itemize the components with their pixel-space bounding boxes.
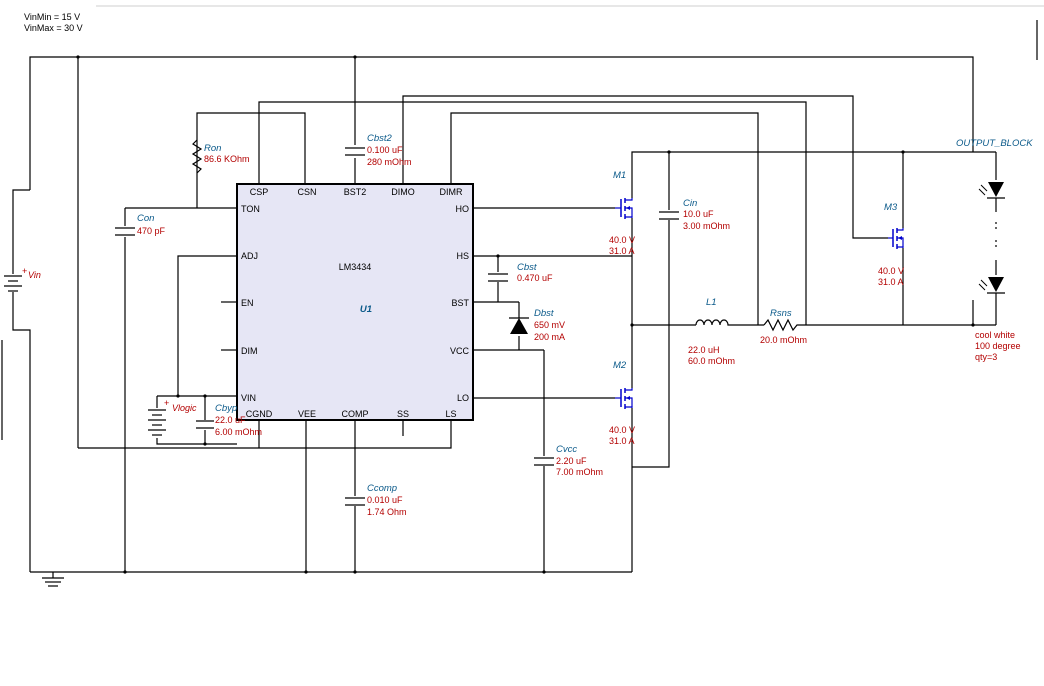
pin-comp: COMP: [342, 409, 369, 419]
cvcc-ref: Cvcc: [556, 444, 577, 455]
ground-symbol: [42, 572, 64, 587]
rsns-ref: Rsns: [770, 308, 792, 319]
cin-esr: 3.00 mOhm: [683, 221, 730, 231]
led-qty: qty=3: [975, 352, 997, 362]
m2-current: 31.0 A: [609, 436, 635, 446]
ron-value: 86.6 KOhm: [204, 154, 250, 164]
cvcc-esr: 7.00 mOhm: [556, 467, 603, 477]
mosfet-m1[interactable]: M1 40.0 V 31.0 A: [609, 170, 635, 256]
pin-csn: CSN: [297, 187, 316, 197]
cbst2-value: 0.100 uF: [367, 145, 403, 155]
capacitor-cin[interactable]: Cin 10.0 uF 3.00 mOhm: [659, 198, 730, 231]
l1-esr: 60.0 mOhm: [688, 356, 735, 366]
m2-voltage: 40.0 V: [609, 425, 635, 435]
pin-csp: CSP: [250, 187, 269, 197]
cbyp-esr: 6.00 mOhm: [215, 427, 262, 437]
l1-value: 22.0 uH: [688, 345, 720, 355]
vin-max-label: VinMax = 30 V: [24, 23, 83, 33]
cin-ref: Cin: [683, 198, 697, 209]
vin-ref: Vin: [28, 270, 41, 280]
pin-bst2: BST2: [344, 187, 367, 197]
wires: [1, 20, 1038, 573]
resistor-rsns[interactable]: Rsns 20.0 mOhm: [760, 308, 807, 345]
pin-hs: HS: [456, 251, 469, 261]
ccomp-value: 0.010 uF: [367, 495, 403, 505]
pin-ls: LS: [445, 409, 456, 419]
capacitor-ccomp[interactable]: Ccomp 0.010 uF 1.74 Ohm: [345, 483, 407, 517]
pin-vcc: VCC: [450, 346, 470, 356]
vlogic-ref: Vlogic: [172, 403, 197, 413]
con-ref: Con: [137, 213, 154, 224]
led-type: cool white: [975, 330, 1015, 340]
mosfet-m3[interactable]: M3 40.0 V 31.0 A: [878, 202, 904, 287]
pin-vee: VEE: [298, 409, 316, 419]
l1-ref: L1: [706, 297, 717, 308]
vin-min-label: VinMin = 15 V: [24, 12, 80, 22]
pin-dimo: DIMO: [391, 187, 415, 197]
pin-lo: LO: [457, 393, 469, 403]
cbyp-ref: Cbyp: [215, 403, 237, 414]
mosfet-m2[interactable]: M2 40.0 V 31.0 A: [609, 360, 635, 446]
inductor-l1[interactable]: L1 22.0 uH 60.0 mOhm: [688, 297, 735, 366]
pin-dim: DIM: [241, 346, 258, 356]
cin-value: 10.0 uF: [683, 209, 714, 219]
m1-ref: M1: [613, 170, 626, 181]
output-block-label: OUTPUT_BLOCK: [956, 138, 1033, 149]
cbst-ref: Cbst: [517, 262, 537, 273]
pin-dimr: DIMR: [440, 187, 463, 197]
diode-dbst[interactable]: Dbst 650 mV 200 mA: [509, 308, 565, 342]
capacitor-cvcc[interactable]: Cvcc 2.20 uF 7.00 mOhm: [534, 444, 603, 477]
capacitor-cbyp[interactable]: Cbyp 22.0 uF 6.00 mOhm: [196, 403, 262, 437]
dbst-vf: 650 mV: [534, 320, 565, 330]
resistor-ron[interactable]: Ron 86.6 KOhm: [191, 139, 250, 174]
junctions: [76, 55, 975, 574]
m3-voltage: 40.0 V: [878, 266, 904, 276]
pin-ton: TON: [241, 204, 260, 214]
battery-vlogic[interactable]: + Vlogic: [148, 398, 197, 436]
dbst-if: 200 mA: [534, 332, 565, 342]
ic-part-number: LM3434: [339, 262, 372, 272]
cbst2-ref: Cbst2: [367, 133, 393, 144]
battery-vin[interactable]: + Vin: [4, 266, 41, 298]
ron-ref: Ron: [204, 143, 221, 154]
led-temp: 100 degree: [975, 341, 1021, 351]
capacitor-con[interactable]: Con 470 pF: [115, 213, 166, 236]
m2-ref: M2: [613, 360, 627, 371]
vin-plus-sign: +: [22, 266, 27, 276]
rsns-value: 20.0 mOhm: [760, 335, 807, 345]
ccomp-ref: Ccomp: [367, 483, 397, 494]
vlogic-plus-sign: +: [164, 398, 169, 408]
pin-ho: HO: [456, 204, 470, 214]
cbst-value: 0.470 uF: [517, 273, 553, 283]
m3-current: 31.0 A: [878, 277, 904, 287]
cvcc-value: 2.20 uF: [556, 456, 587, 466]
m3-ref: M3: [884, 202, 898, 213]
ic-ref: U1: [360, 304, 372, 315]
pin-ss: SS: [397, 409, 409, 419]
cbst2-esr: 280 mOhm: [367, 157, 412, 167]
dbst-ref: Dbst: [534, 308, 554, 319]
m1-voltage: 40.0 V: [609, 235, 635, 245]
pin-vin: VIN: [241, 393, 256, 403]
cbyp-value: 22.0 uF: [215, 415, 246, 425]
pin-cgnd: CGND: [246, 409, 273, 419]
pin-adj: ADJ: [241, 251, 258, 261]
pin-en: EN: [241, 298, 254, 308]
con-value: 470 pF: [137, 226, 166, 236]
capacitor-cbst[interactable]: Cbst 0.470 uF: [488, 262, 553, 283]
led-string[interactable]: OUTPUT_BLOCK cool white 100 degree qty=3: [956, 138, 1033, 362]
ccomp-esr: 1.74 Ohm: [367, 507, 407, 517]
m1-current: 31.0 A: [609, 246, 635, 256]
capacitor-cbst2[interactable]: Cbst2 0.100 uF 280 mOhm: [345, 133, 412, 167]
ic-u1[interactable]: CSP CSN BST2 DIMO DIMR TON ADJ EN DIM VI…: [236, 183, 474, 421]
pin-bst: BST: [451, 298, 469, 308]
